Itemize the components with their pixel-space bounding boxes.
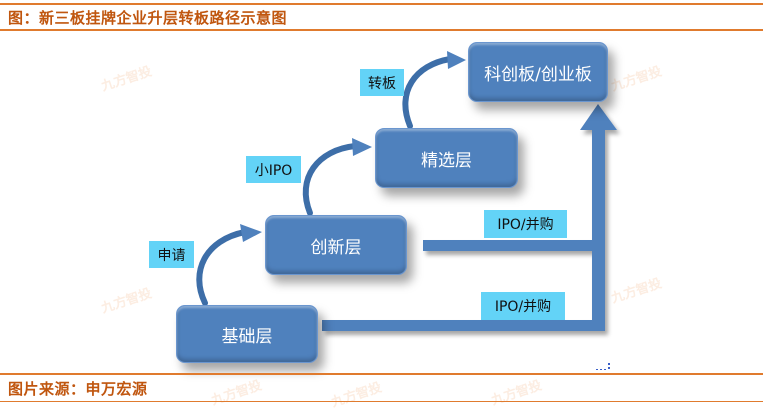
curved-arrow-apply — [196, 224, 262, 306]
tag-small-ipo: 小IPO — [246, 156, 301, 183]
tag-apply: 申请 — [149, 241, 194, 268]
up-arrow-head — [580, 104, 617, 130]
corner-mark — [596, 363, 610, 370]
tag-ipo-ma-upper: IPO/并购 — [484, 210, 567, 238]
lower-horizontal-connector — [322, 320, 605, 331]
box-base-tier: 基础层 — [176, 305, 318, 363]
header-bottom-rule — [0, 29, 763, 31]
upper-horizontal-connector — [423, 240, 605, 251]
tag-transfer: 转板 — [360, 69, 404, 96]
ipo-ma-path — [322, 104, 617, 331]
header-top-rule — [0, 3, 763, 5]
figure-source: 图片来源：申万宏源 — [8, 380, 148, 398]
box-innovation-tier: 创新层 — [265, 215, 407, 275]
box-select-tier: 精选层 — [375, 128, 518, 188]
footer-top-rule — [0, 373, 763, 375]
curved-arrow-small-ipo — [302, 138, 372, 216]
footer-bottom-rule — [0, 401, 763, 402]
curved-arrow-transfer — [402, 51, 466, 129]
box-star-market: 科创板/创业板 — [468, 42, 608, 102]
tag-ipo-ma-lower: IPO/并购 — [481, 292, 565, 320]
vertical-connector — [592, 128, 605, 331]
figure-title: 图：新三板挂牌企业升层转板路径示意图 — [8, 9, 288, 27]
